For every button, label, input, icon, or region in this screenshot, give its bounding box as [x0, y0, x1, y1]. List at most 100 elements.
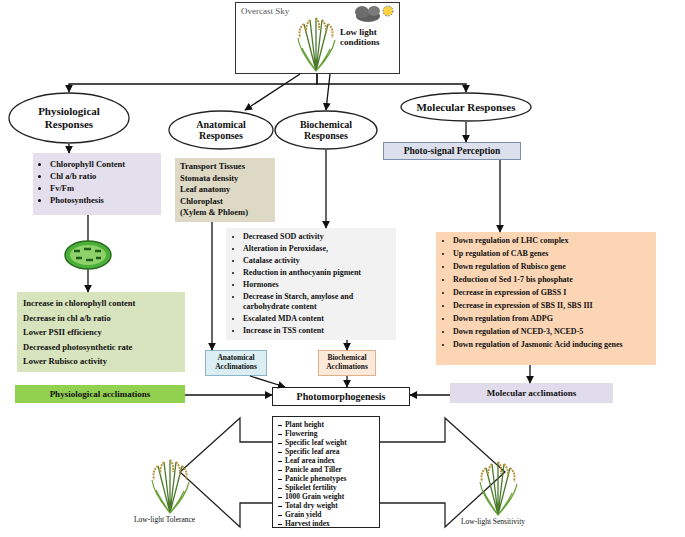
chloroplast-stroma	[70, 245, 106, 265]
list-item: Down regulation from ADPG	[453, 314, 652, 324]
acclimation-box: Biochemical Acclimations	[318, 350, 376, 376]
response-oval: Biochemical Responses	[274, 110, 378, 150]
acclimation-box: Physiological acclimations	[15, 385, 185, 403]
list-item: Hormones	[243, 280, 392, 290]
list-item: Up regulation of CAB genes	[453, 249, 652, 259]
connector-arrow	[185, 394, 272, 395]
oval-outline	[168, 110, 274, 150]
list-item: Down regulation of Rubisco gene	[453, 262, 652, 272]
list-item: Spikelet fertility	[277, 483, 375, 492]
text-line: Decrease in chl a/b ratio	[23, 311, 179, 326]
list-item: Decrease in expression of GBSS I	[453, 288, 652, 298]
list-item: Specific leaf area	[277, 447, 375, 456]
text-line: Lower Rubisco activity	[23, 354, 179, 369]
list-item: Down regulation of NCED-3, NCED-5	[453, 327, 652, 337]
trait-list-box: Plant heightFloweringSpecific leaf weigh…	[272, 416, 380, 528]
oval-outline	[8, 92, 130, 144]
list-item: Plant height	[277, 420, 375, 429]
list-item: Alteration in Peroxidase,	[243, 244, 392, 254]
outcome-box: Photomorphogenesis	[272, 387, 410, 406]
response-list-box: Increase in chlorophyll contentDecrease …	[17, 292, 185, 372]
connector-arrow	[69, 74, 317, 92]
connector-arrow	[410, 394, 450, 395]
connector-arrow	[326, 74, 330, 110]
acclimation-box: Anatomical Acclimations	[205, 350, 267, 376]
text-line: Chloroplast	[180, 196, 270, 208]
bullet-list: Chlorophyll ContentChl a/b ratioFv/FmPho…	[37, 158, 157, 206]
response-oval: Anatomical Responses	[168, 110, 274, 150]
perception-box: Photo-signal Perception	[383, 142, 521, 160]
box-text: Molecular acclimations	[487, 388, 577, 398]
sun	[383, 6, 393, 16]
box-text: Photo-signal Perception	[404, 146, 501, 157]
list-item: Flowering	[277, 429, 375, 438]
cloud-sun-icon	[355, 6, 393, 22]
response-list-box: Down regulation of LHC complex Up regulat…	[436, 232, 656, 365]
list-item: Escalated MDA content	[243, 314, 392, 324]
list-item: Reduction of Sed 1-7 bis phosphate	[453, 275, 652, 285]
list-item: Down regulation of Jasmonic Acid inducin…	[453, 340, 652, 350]
connector-arrow	[325, 150, 326, 228]
rice-plant	[298, 18, 335, 71]
connector-arrow	[68, 144, 69, 153]
list-item: Decreased SOD activity	[243, 232, 392, 242]
list-item: Reduction in anthocyanin pigment	[243, 268, 392, 278]
rice-plant	[480, 462, 517, 515]
oval-shape	[9, 93, 129, 143]
connector-arrow	[317, 74, 466, 92]
list-item: Down regulation of LHC complex	[453, 236, 652, 246]
box-text: Physiological Responses	[22, 105, 117, 130]
oval-outline	[400, 92, 532, 122]
text-line: Leaf anatomy	[180, 184, 270, 196]
rice-plant	[152, 460, 189, 513]
box-text: Biochemical Responses	[289, 119, 364, 142]
caption-label: Low-light Tolerance	[134, 515, 195, 524]
list-item: Chl a/b ratio	[50, 170, 157, 182]
list-item: Decrease in expression of SBS II, SBS II…	[453, 301, 652, 311]
box-text: Biochemical Acclimations	[319, 354, 375, 371]
parameter-box: Transport TissuesStomata densityLeaf ana…	[175, 158, 275, 222]
text-line: Stomata density	[180, 173, 270, 185]
thylakoid-stack	[74, 249, 101, 260]
box-text: Physiological acclimations	[50, 389, 151, 399]
oval-shape	[169, 111, 273, 149]
list-item: Chlorophyll Content	[50, 158, 157, 170]
connector-arrow	[250, 376, 285, 387]
list-item: Leaf area index	[277, 456, 375, 465]
cloud	[356, 10, 380, 22]
connector-arrow	[346, 340, 347, 350]
list-item: Harvest index	[277, 519, 375, 528]
box-text: Overcast Sky	[241, 6, 289, 16]
text-line: Lower PSII efficiency	[23, 325, 179, 340]
chloroplast-body	[65, 241, 111, 269]
cloud	[355, 6, 369, 18]
connector-arrow	[211, 222, 212, 350]
oval-shape	[275, 111, 377, 149]
list-item: Increase in TSS content	[243, 326, 392, 336]
box-text: Photomorphogenesis	[297, 391, 386, 403]
list-item: Decrease in Starch, amylose and carbohyd…	[243, 292, 392, 312]
cloud	[368, 6, 380, 16]
text-line: Decreased photosynthetic rate	[23, 340, 179, 355]
text-line: Increase in chlorophyll content	[23, 296, 179, 311]
box-text: Molecular Responses	[416, 101, 515, 114]
box-text: Low light conditions	[340, 27, 398, 48]
list-item: Photosynthesis	[50, 194, 157, 206]
connector-arrow	[346, 376, 347, 387]
box-text: Anatomical Acclimations	[206, 354, 266, 371]
source-box: Overcast SkyLow light conditions	[235, 2, 400, 74]
list-item: Panicle and Tiller	[277, 465, 375, 474]
response-oval: Physiological Responses	[8, 92, 130, 144]
chloroplast-illustration	[65, 241, 111, 269]
list-item: Panicle phenotypes	[277, 474, 375, 483]
bullet-list: Down regulation of LHC complex Up regulat…	[440, 236, 652, 350]
list-item: Fv/Fm	[50, 182, 157, 194]
response-oval: Molecular Responses	[400, 92, 532, 122]
oval-outline	[274, 110, 378, 150]
list-item: Grain yield	[277, 510, 375, 519]
list-item: Specific leaf weight	[277, 438, 375, 447]
connector-arrow	[245, 74, 300, 110]
